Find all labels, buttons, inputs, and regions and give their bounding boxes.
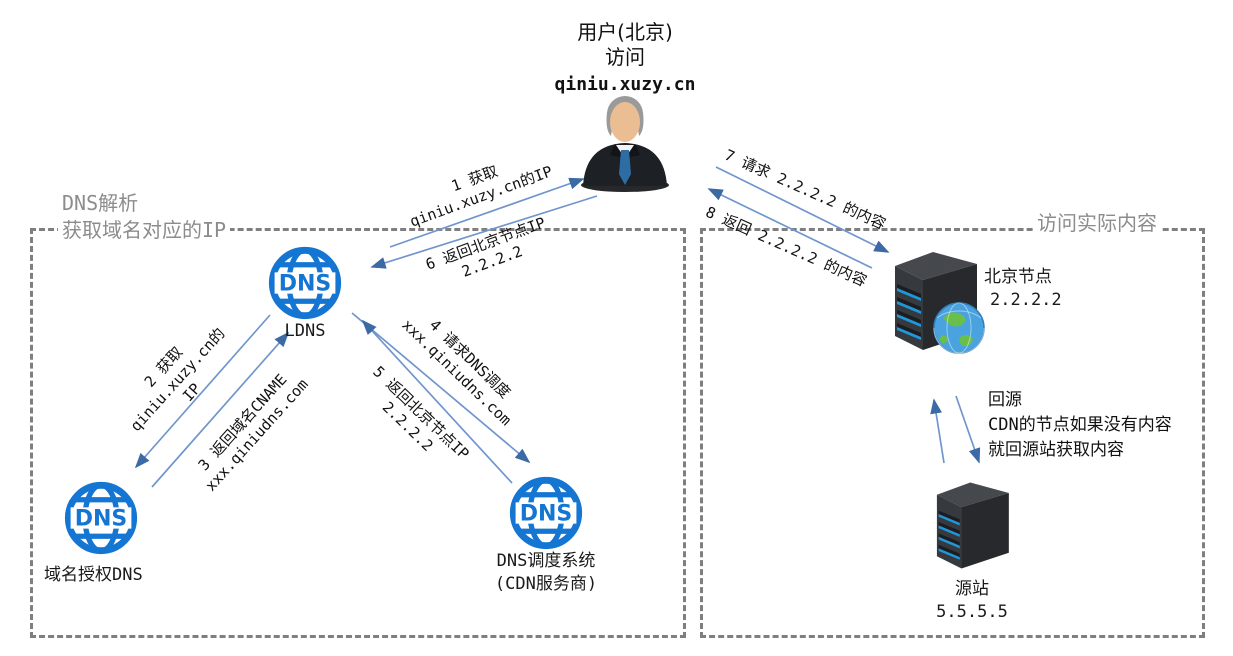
arrow-4-ldns-to-scheduler	[351, 312, 531, 464]
user-caption-line2: 访问	[605, 45, 645, 69]
scheduler-label-line1: DNS调度系统	[496, 551, 596, 571]
auth-dns-globe-icon	[63, 480, 139, 556]
scheduler-label-line2: (CDN服务商)	[494, 574, 598, 594]
arrow-origin-pull-up	[930, 398, 945, 464]
businessman-icon	[581, 96, 669, 192]
beijing-node-ip: 2.2.2.2	[990, 290, 1062, 310]
arrow-8-beijing-to-user	[707, 188, 873, 269]
beijing-server-globe-icon	[895, 252, 985, 354]
origin-pull-line1: 回源	[988, 390, 1022, 410]
actual-content-box-title: 访问实际内容	[1033, 210, 1161, 237]
ldns-label: LDNS	[284, 321, 326, 341]
dns-resolution-title-line2: 获取域名对应的IP	[62, 218, 227, 242]
arrow-1-ldns-to-user	[389, 177, 585, 248]
origin-pull-line2: CDN的节点如果没有内容	[988, 415, 1172, 435]
user-caption-line1: 用户(北京)	[577, 20, 673, 44]
actual-content-group-box	[700, 228, 1205, 638]
dns-resolution-title-line1: DNS解析	[62, 191, 139, 215]
arrow-6-user-to-ldns	[370, 195, 598, 269]
auth-dns-label: 域名授权DNS	[44, 565, 143, 585]
dns-resolution-box-title: DNS解析 获取域名对应的IP	[58, 190, 231, 244]
user-domain: qiniu.xuzy.cn	[554, 74, 696, 95]
origin-ip: 5.5.5.5	[936, 602, 1008, 622]
dns-resolution-group-box	[30, 228, 686, 638]
user-caption: 用户(北京) 访问 qiniu.xuzy.cn	[545, 20, 705, 97]
origin-name: 源站	[955, 579, 989, 599]
origin-pull-line3: 就回源站获取内容	[988, 440, 1124, 460]
ldns-dns-globe-icon	[267, 245, 343, 321]
scheduler-dns-globe-icon	[508, 475, 584, 551]
arrow-2-ldns-to-authdns	[134, 314, 271, 469]
beijing-node-name: 北京节点	[984, 267, 1052, 287]
origin-label: 源站 5.5.5.5	[912, 578, 1032, 624]
arrow-5-scheduler-to-ldns	[361, 319, 513, 484]
arrow-7-user-to-beijing	[715, 166, 890, 253]
scheduler-label: DNS调度系统 (CDN服务商)	[456, 550, 636, 596]
origin-pull-annotation: 回源 CDN的节点如果没有内容 就回源站获取内容	[988, 388, 1172, 463]
arrow-origin-pull-down	[955, 395, 981, 464]
beijing-node-label: 北京节点 2.2.2.2	[984, 266, 1062, 312]
arrow-3-authdns-to-ldns	[151, 331, 290, 488]
origin-server-icon	[936, 482, 1009, 569]
